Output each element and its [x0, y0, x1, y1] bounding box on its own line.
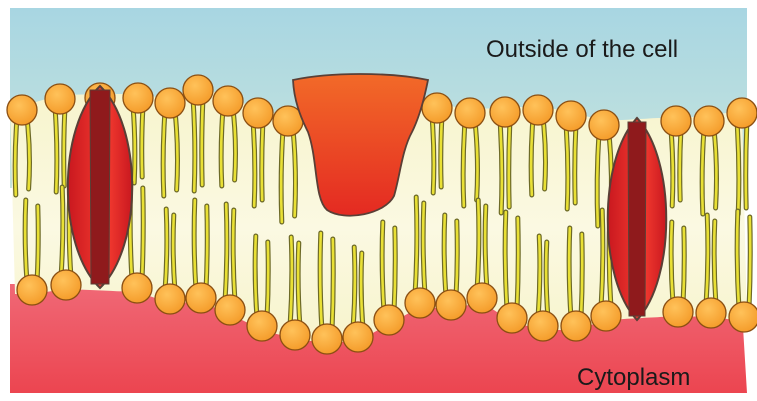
lipid-tail — [680, 129, 681, 200]
lipid-tail — [517, 218, 518, 310]
cytoplasm-label: Cytoplasm — [577, 364, 690, 392]
lipid-tail — [37, 206, 38, 282]
phosphate-head — [405, 288, 435, 318]
phosphate-head — [490, 97, 520, 127]
phosphate-head — [727, 98, 757, 128]
phosphate-head — [729, 302, 757, 332]
phosphate-head — [7, 95, 37, 125]
phosphate-head — [123, 83, 153, 113]
phosphate-head — [243, 98, 273, 128]
phosphate-head — [45, 84, 75, 114]
phosphate-head — [497, 303, 527, 333]
phosphate-head — [422, 93, 452, 123]
phosphate-head — [455, 98, 485, 128]
phosphate-head — [280, 320, 310, 350]
lipid-tail — [441, 116, 442, 187]
lipid-tail — [394, 228, 395, 312]
lipid-tail — [142, 188, 143, 280]
phosphate-head — [155, 284, 185, 314]
phosphate-head — [374, 305, 404, 335]
lipid-tail — [262, 121, 263, 200]
phosphate-head — [122, 273, 152, 303]
lipid-tail — [509, 120, 510, 207]
phosphate-head — [213, 86, 243, 116]
phosphate-head — [591, 301, 621, 331]
phosphate-head — [312, 324, 342, 354]
phosphate-head — [561, 311, 591, 341]
lipid-tail — [575, 124, 576, 203]
phosphate-head — [17, 275, 47, 305]
lipid-tail — [683, 228, 684, 304]
lipid-tail — [267, 242, 268, 318]
lipid-tail — [746, 121, 747, 208]
lipid-tail — [64, 107, 65, 186]
lipid-tail — [142, 106, 143, 177]
phosphate-head — [523, 95, 553, 125]
lipid-tail — [581, 234, 582, 318]
phosphate-head — [694, 106, 724, 136]
phosphate-head — [343, 322, 373, 352]
lipid-tail — [202, 98, 203, 185]
phosphate-head — [663, 297, 693, 327]
phosphate-head — [155, 88, 185, 118]
lipid-tail — [456, 221, 457, 297]
phosphate-head — [436, 290, 466, 320]
phosphate-head — [215, 295, 245, 325]
phosphate-head — [661, 106, 691, 136]
phosphate-head — [556, 101, 586, 131]
phosphate-head — [186, 283, 216, 313]
outside-of-cell-label: Outside of the cell — [486, 36, 678, 64]
lipid-tail — [206, 206, 207, 290]
phosphate-head — [467, 283, 497, 313]
phosphate-head — [696, 298, 726, 328]
phosphate-head — [589, 110, 619, 140]
phosphate-head — [183, 75, 213, 105]
phosphate-head — [247, 311, 277, 341]
phosphate-head — [528, 311, 558, 341]
lipid-tail — [749, 217, 750, 309]
phosphate-head — [51, 270, 81, 300]
lipid-tail — [332, 239, 333, 331]
